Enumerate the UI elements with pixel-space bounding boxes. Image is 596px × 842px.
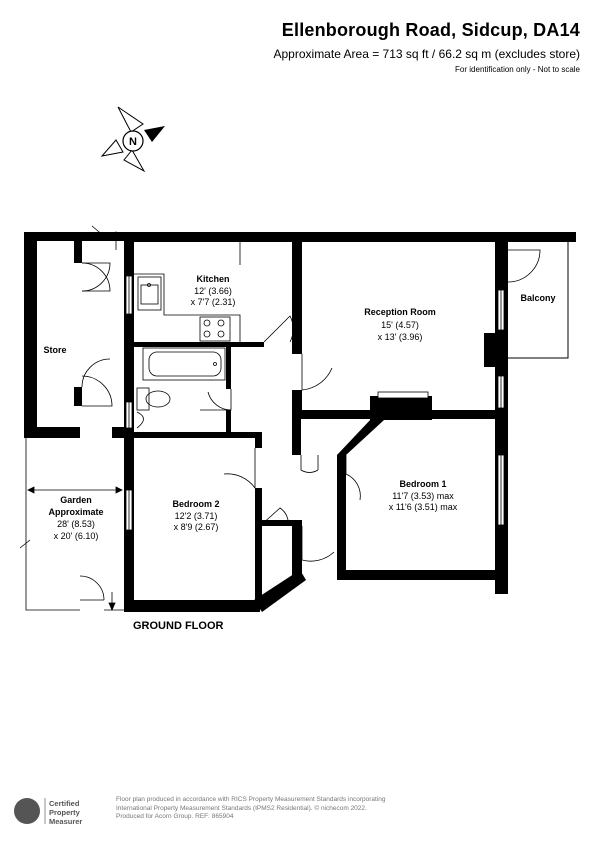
reception-name: Reception Room (364, 307, 436, 317)
bedroom1-name: Bedroom 1 (399, 479, 446, 489)
garden-name-2: Approximate (48, 507, 103, 517)
footer-line-1: Floor plan produced in accordance with R… (116, 796, 386, 803)
balcony-outline (508, 233, 569, 359)
rics-certified-logo: RICS Certified Property Measurer (14, 798, 82, 826)
rics-line-2: Property (49, 808, 81, 817)
windows (125, 275, 505, 531)
bedroom2-dim2: x 8'9 (2.67) (174, 522, 219, 532)
rics-line-3: Measurer (49, 817, 82, 826)
outer-walls (124, 232, 576, 612)
room-bedroom-2: Bedroom 2 12'2 (3.71) x 8'9 (2.67) (172, 499, 219, 532)
interior-walls (132, 232, 508, 603)
compass-north-letter: N (129, 136, 137, 148)
kitchen-counters (134, 242, 241, 342)
floor-label: GROUND FLOOR (133, 620, 224, 632)
room-garden: Garden Approximate 28' (8.53) x 20' (6.1… (48, 495, 103, 541)
reception-dim2: x 13' (3.96) (378, 332, 423, 342)
garden-dim2: x 20' (6.10) (54, 531, 99, 541)
room-store: Store (43, 345, 66, 355)
doors (79, 249, 541, 601)
compass-icon: N (100, 106, 165, 173)
room-bedroom-1: Bedroom 1 11'7 (3.53) max x 11'6 (3.51) … (389, 479, 458, 512)
kitchen-dim2: x 7'7 (2.31) (191, 297, 236, 307)
area-summary: Approximate Area = 713 sq ft / 66.2 sq m… (273, 47, 581, 61)
rics-brand: RICS (20, 818, 34, 824)
page-title: Ellenborough Road, Sidcup, DA14 (281, 20, 580, 40)
bedroom2-dim1: 12'2 (3.71) (175, 511, 218, 521)
garden-name: Garden (60, 495, 92, 505)
bedroom1-dim1: 11'7 (3.53) max (392, 491, 454, 501)
garden-dim1: 28' (8.53) (57, 519, 95, 529)
rics-line-1: Certified (49, 799, 80, 808)
footer-line-3: Produced for Acorn Group. REF: 865904 (116, 813, 234, 820)
room-kitchen: Kitchen 12' (3.66) x 7'7 (2.31) (191, 274, 236, 307)
footer: RICS Certified Property Measurer Floor p… (12, 792, 592, 832)
garden-outline (19, 225, 124, 612)
footer-text: Floor plan produced in accordance with R… (116, 796, 456, 822)
room-balcony: Balcony (520, 293, 555, 303)
balcony-name: Balcony (520, 293, 555, 303)
scale-note: For identification only - Not to scale (455, 65, 580, 74)
store-name: Store (43, 345, 66, 355)
footer-line-2: International Property Measurement Stand… (116, 804, 367, 812)
reception-dim1: 15' (4.57) (381, 320, 419, 330)
bathroom-fixtures (136, 347, 226, 429)
room-reception: Reception Room 15' (4.57) x 13' (3.96) (364, 307, 436, 342)
bedroom2-name: Bedroom 2 (172, 499, 219, 509)
store-walls (24, 232, 128, 438)
kitchen-name: Kitchen (196, 274, 229, 284)
bedroom1-dim2: x 11'6 (3.51) max (389, 502, 458, 512)
kitchen-dim1: 12' (3.66) (194, 286, 232, 296)
